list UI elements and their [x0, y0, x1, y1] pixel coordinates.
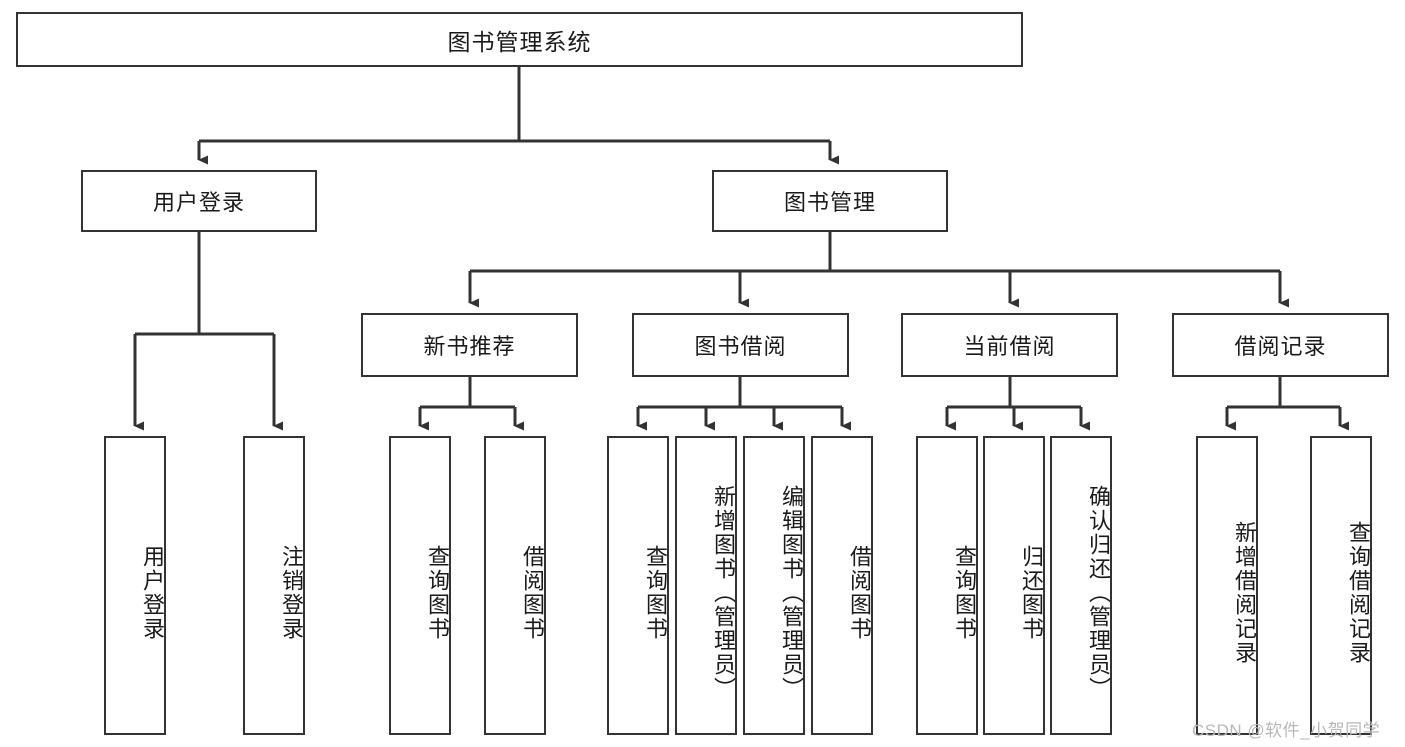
leaf-query-books-current[interactable]: 查询图书 [916, 436, 978, 735]
leaf-query-books-borrow[interactable]: 查询图书 [607, 436, 669, 735]
leaf-edit-book-admin[interactable]: 编辑图书（管理员） [743, 436, 805, 735]
leaf-label: 编辑图书（管理员） [779, 484, 804, 701]
csdn-watermark: CSDN @软件_小贺同学 [1192, 721, 1381, 740]
leaf-add-borrow-record[interactable]: 新增借阅记录 [1196, 436, 1258, 735]
node-root-library-management-system[interactable]: 图书管理系统 [16, 12, 1023, 67]
leaf-label: 用户登录 [140, 544, 165, 641]
leaf-return-books[interactable]: 归还图书 [983, 436, 1045, 735]
node-borrowing-records[interactable]: 借阅记录 [1172, 313, 1389, 377]
leaf-query-books-recommend[interactable]: 查询图书 [389, 436, 451, 735]
leaf-label: 查询图书 [425, 544, 450, 641]
leaf-user-login[interactable]: 用户登录 [104, 436, 166, 735]
leaf-label: 查询借阅记录 [1346, 520, 1371, 665]
leaf-label: 归还图书 [1019, 544, 1044, 641]
leaf-label: 借阅图书 [847, 544, 872, 641]
leaf-logout[interactable]: 注销登录 [243, 436, 305, 735]
leaf-borrow-books-recommend[interactable]: 借阅图书 [484, 436, 546, 735]
node-book-management[interactable]: 图书管理 [712, 170, 948, 232]
leaf-query-borrow-record[interactable]: 查询借阅记录 [1310, 436, 1372, 735]
node-new-book-recommendation[interactable]: 新书推荐 [361, 313, 578, 377]
leaf-label: 新增借阅记录 [1232, 520, 1257, 665]
leaf-confirm-return-admin[interactable]: 确认归还（管理员） [1050, 436, 1112, 735]
node-book-borrowing[interactable]: 图书借阅 [632, 313, 849, 377]
node-current-borrowing[interactable]: 当前借阅 [901, 313, 1118, 377]
leaf-label: 确认归还（管理员） [1086, 484, 1111, 701]
leaf-add-book-admin[interactable]: 新增图书（管理员） [675, 436, 737, 735]
leaf-label: 新增图书（管理员） [711, 484, 736, 701]
leaf-label: 查询图书 [643, 544, 668, 641]
node-user-login[interactable]: 用户登录 [81, 170, 317, 232]
leaf-label: 注销登录 [279, 544, 304, 641]
leaf-label: 查询图书 [952, 544, 977, 641]
leaf-borrow-books[interactable]: 借阅图书 [811, 436, 873, 735]
leaf-label: 借阅图书 [520, 544, 545, 641]
